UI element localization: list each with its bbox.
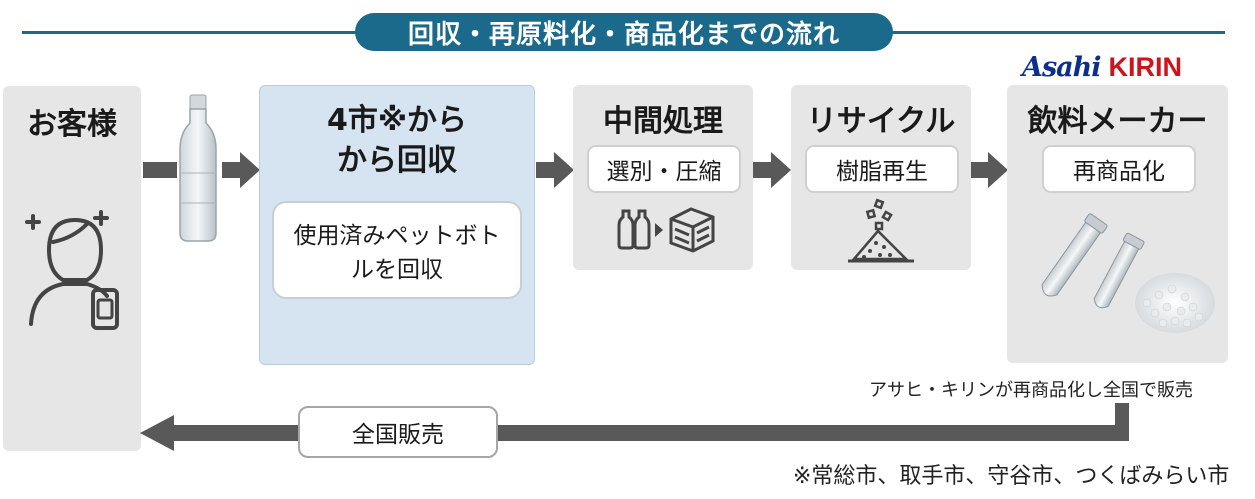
customer-title: お客様 xyxy=(3,106,141,144)
diagram-title: 回収・再原料化・商品化までの流れ xyxy=(355,13,893,51)
processing-sub: 選別・圧縮 xyxy=(587,145,741,193)
preform-and-pellets-image xyxy=(1027,203,1217,343)
maker-sub: 再商品化 xyxy=(1042,145,1196,193)
maker-note: アサヒ・キリンが再商品化し全国で販売 xyxy=(869,376,1193,402)
return-label: 全国販売 xyxy=(298,406,498,458)
resin-pellets-icon xyxy=(846,197,916,267)
customer-icon xyxy=(23,206,123,386)
collection-desc-line2: ルを回収 xyxy=(351,250,443,284)
arrow-right-2 xyxy=(536,150,574,190)
recycle-title: リサイクル xyxy=(791,103,971,141)
processing-title: 中間処理 xyxy=(573,103,753,141)
collection-panel: 4市※から から回収 使用済みペットボト ルを回収 xyxy=(259,85,535,365)
collection-title-line1: 4市※から xyxy=(260,102,534,140)
arrow-right-1 xyxy=(222,150,260,190)
logo-asahi: Asahi xyxy=(1022,52,1101,83)
sort-compress-icon xyxy=(615,205,725,255)
logo-kirin: KIRIN xyxy=(1109,52,1183,83)
collection-desc: 使用済みペットボト ルを回収 xyxy=(272,201,522,299)
maker-panel: 飲料メーカー 再商品化 xyxy=(1007,85,1228,363)
recycle-sub: 樹脂再生 xyxy=(805,145,959,193)
collection-desc-line1: 使用済みペットボト xyxy=(294,216,501,250)
pet-bottle-icon xyxy=(176,93,220,243)
arrow-right-4 xyxy=(970,150,1008,190)
recycle-panel: リサイクル 樹脂再生 xyxy=(791,85,971,270)
footnote: ※常総市、取手市、守谷市、つくばみらい市 xyxy=(793,458,1229,490)
customer-panel: お客様 xyxy=(3,86,141,451)
collection-title-line2: から回収 xyxy=(260,142,534,180)
maker-title: 飲料メーカー xyxy=(1007,103,1228,141)
asahi-kirin-logo: Asahi KIRIN xyxy=(1022,52,1182,84)
arrow-line-1 xyxy=(143,150,177,190)
arrow-right-3 xyxy=(753,150,791,190)
return-arrow xyxy=(140,403,1132,463)
processing-panel: 中間処理 選別・圧縮 xyxy=(573,85,753,270)
